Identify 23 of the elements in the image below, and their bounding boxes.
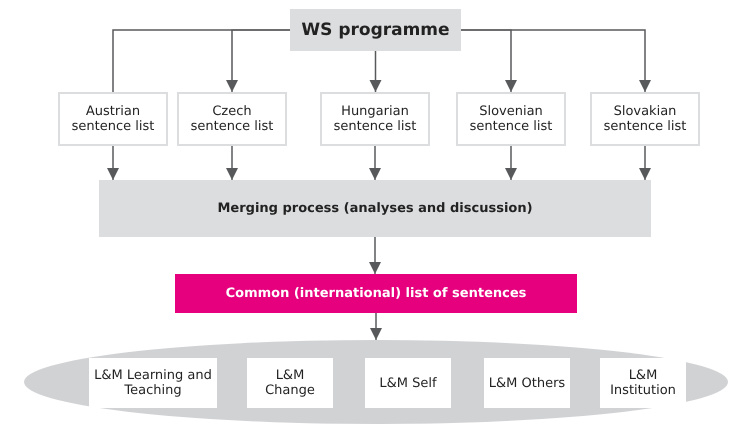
arrow <box>226 146 238 180</box>
category-box: L&M Learning and Teaching <box>89 358 217 408</box>
arrow <box>226 29 290 92</box>
arrow <box>505 146 517 180</box>
result-box: Common (international) list of sentences <box>175 274 577 313</box>
list-box: Czech sentence list <box>177 92 287 146</box>
arrow <box>639 146 651 180</box>
arrow <box>107 146 119 180</box>
title-box: WS programme <box>290 9 461 51</box>
list-box: Slovenian sentence list <box>456 92 566 146</box>
list-box: Hungarian sentence list <box>320 92 430 146</box>
category-box: L&M Change <box>247 358 333 408</box>
list-box: Slovakian sentence list <box>590 92 700 146</box>
category-box: L&M Self <box>365 358 451 408</box>
arrow <box>370 51 382 92</box>
arrow <box>461 29 651 92</box>
arrow <box>370 313 382 340</box>
process-box: Merging process (analyses and discussion) <box>99 180 651 237</box>
arrow <box>369 237 381 274</box>
category-box: L&M Others <box>484 358 570 408</box>
list-box: Austrian sentence list <box>58 92 168 146</box>
category-box: L&M Institution <box>600 358 686 408</box>
arrow <box>369 146 381 180</box>
